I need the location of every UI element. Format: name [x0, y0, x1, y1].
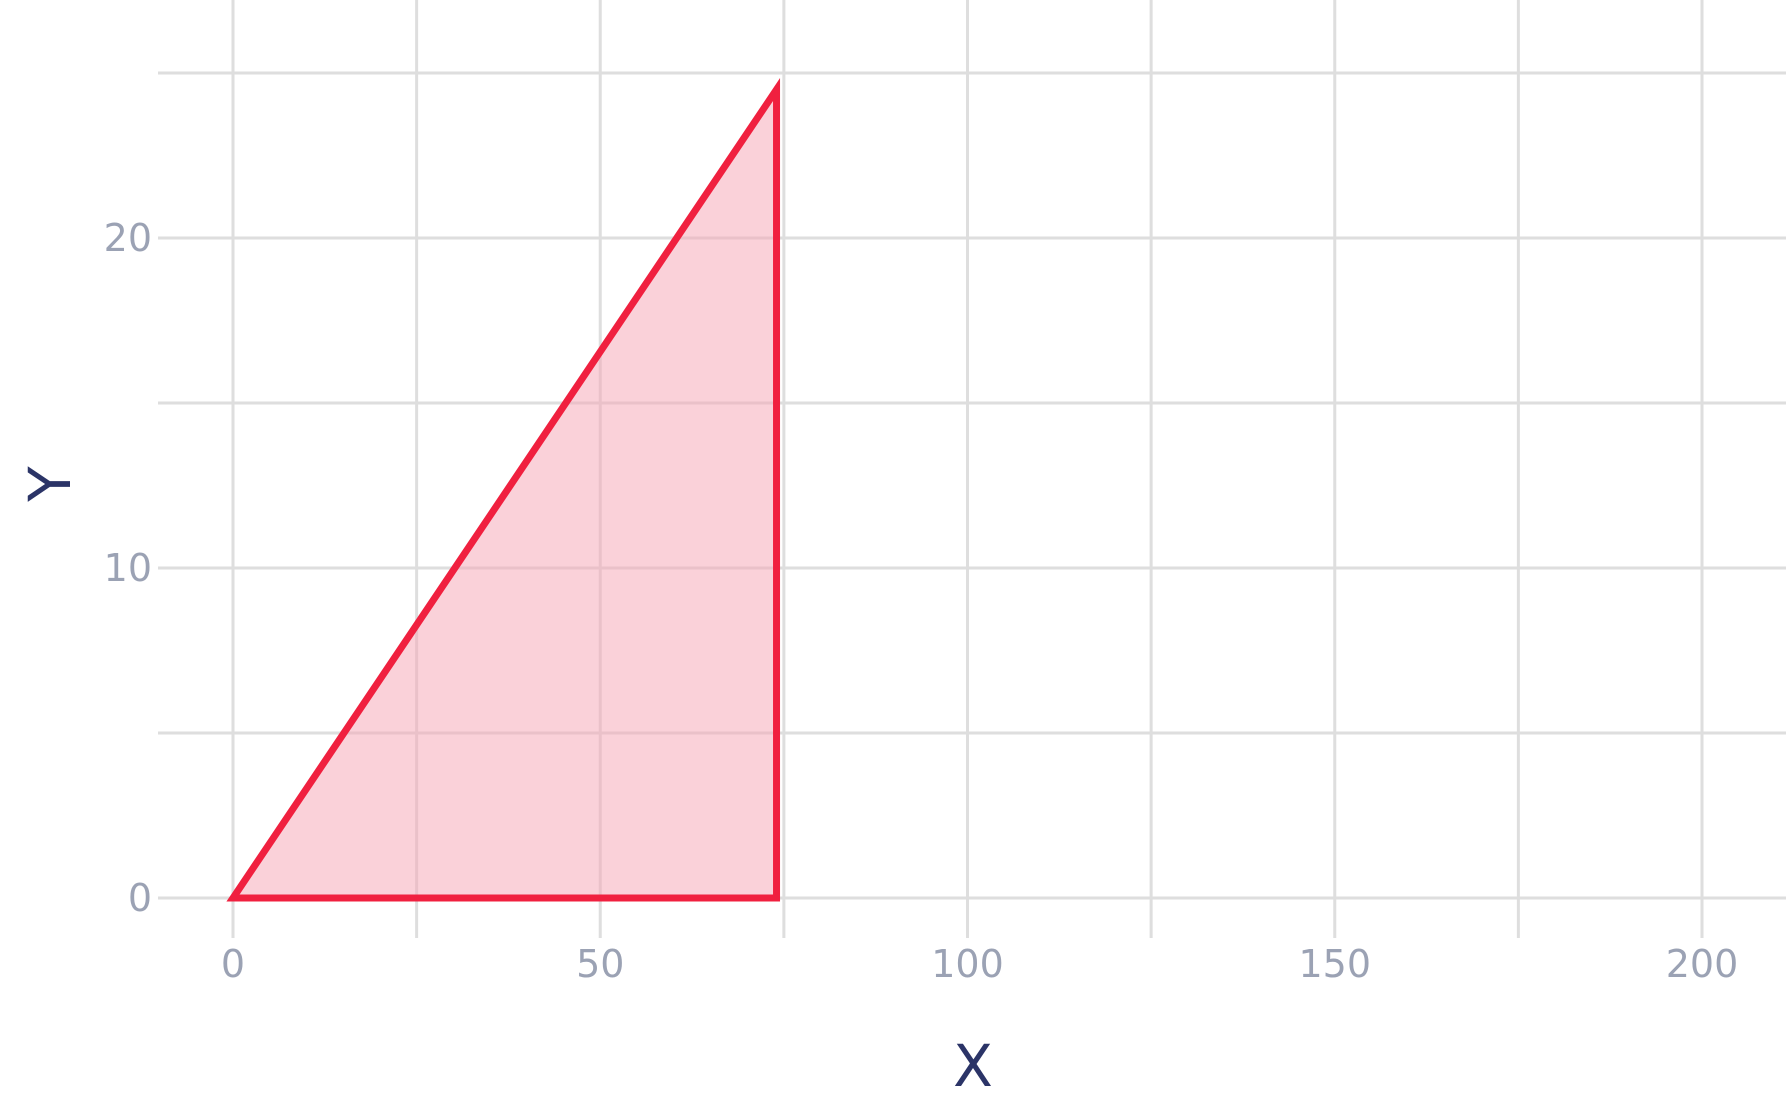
y-tick-labels: 0 10 20	[104, 216, 152, 920]
x-axis-title: X	[953, 1032, 993, 1100]
y-axis-title: Y	[16, 466, 84, 503]
x-tick-label: 200	[1666, 942, 1739, 986]
x-tick-label: 150	[1298, 942, 1371, 986]
y-tick-label: 10	[104, 546, 152, 590]
x-tick-label: 50	[576, 942, 624, 986]
grid	[158, 0, 1786, 938]
y-tick-label: 20	[104, 216, 152, 260]
x-tick-label: 0	[221, 942, 245, 986]
series-layer	[226, 78, 781, 902]
series-polygon	[226, 78, 781, 902]
y-tick-label: 0	[128, 876, 152, 920]
x-tick-labels: 0 50 100 150 200	[221, 942, 1738, 986]
x-tick-label: 100	[931, 942, 1004, 986]
